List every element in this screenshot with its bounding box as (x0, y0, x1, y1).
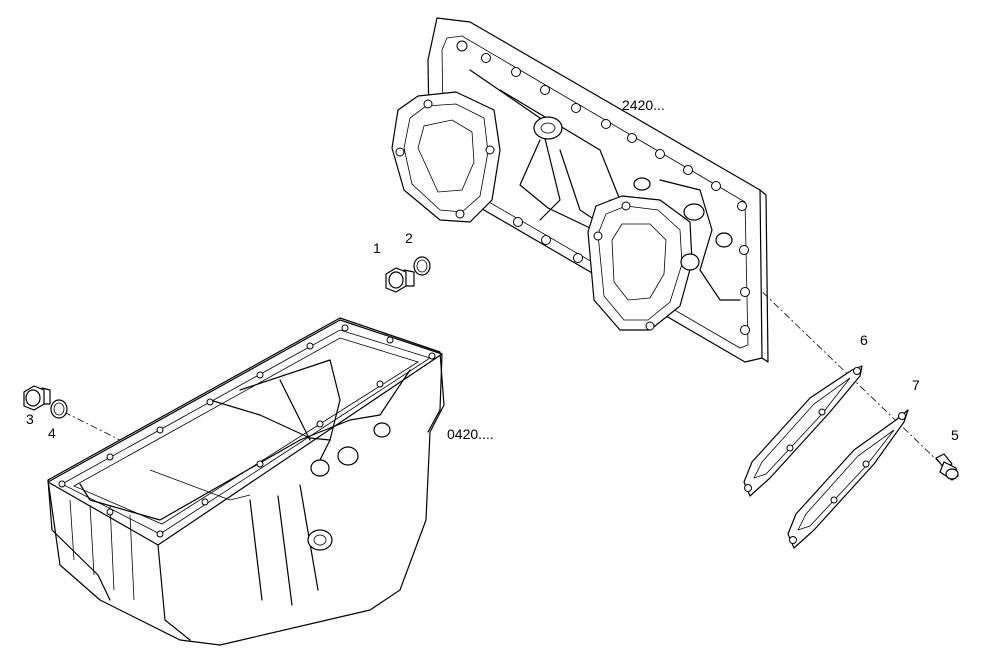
callout-5: 5 (951, 427, 959, 443)
item-7-gasket (787, 409, 909, 549)
item-6-gasket (743, 365, 863, 497)
label-oil-pan-part-number: 0420.... (447, 426, 494, 442)
oil-pan-rim-holes (58, 324, 436, 538)
item-3-drain-plug (23, 385, 51, 411)
housing-bolt-holes (445, 40, 750, 335)
callout-4: 4 (48, 425, 56, 441)
callout-1: 1 (373, 240, 381, 256)
item-5-screw (935, 453, 959, 481)
callout-2: 2 (405, 230, 413, 246)
item-4-seal-ring (50, 399, 68, 419)
item-2-seal-ring (413, 256, 431, 276)
callout-6: 6 (860, 332, 868, 348)
oil-pan (47, 317, 445, 646)
engine-housing-plate (391, 17, 769, 363)
callout-3: 3 (26, 411, 34, 427)
label-housing-part-number: 2420... (622, 97, 665, 113)
item-1-plug (385, 267, 415, 293)
callout-7: 7 (912, 377, 920, 393)
leader-line-drain-plug (63, 411, 121, 441)
